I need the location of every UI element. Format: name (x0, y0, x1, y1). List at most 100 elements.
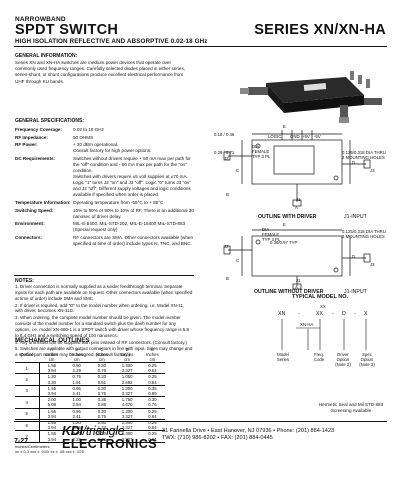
note-item: 4. Any unit listed can be supplied with … (15, 339, 188, 345)
spec-key: Connectors: (15, 235, 43, 240)
spec-key: Environment: (15, 221, 45, 227)
general-info-heading: GENERAL INFORMATION: (15, 53, 78, 59)
model-series-code: XN (278, 311, 286, 317)
spec-value: RF connectors are SMA. Other connectors … (73, 235, 194, 247)
model-freq-code: XX (316, 311, 323, 317)
pin-minus5v: -5V (314, 134, 321, 139)
mech-foot-tolerance: xx ± 0.3 xxx ± .010/ xx ± .08 xxx ± .025 (15, 449, 84, 454)
caption-without-driver: OUTLINE WITHOUT DRIVER (254, 289, 324, 295)
model-dash: - (332, 311, 334, 317)
dim-c: C (236, 168, 240, 173)
dim-d: D (352, 160, 356, 165)
caption-input-bottom: J1-INPUT (344, 289, 367, 295)
outline-number: 2 (15, 373, 40, 386)
dim-e: E (283, 124, 286, 129)
spec-key: RF Power: (15, 142, 38, 148)
model-number-breakdown: XX XN - XX - D - X XN-HA Model Series Fr… (258, 304, 378, 392)
switch-photo (226, 65, 388, 125)
pin-gnd: GND (290, 134, 300, 139)
dim-b: B (226, 192, 229, 197)
outline-number: 6 (15, 419, 40, 432)
page-subtitle: HIGH ISOLATION REFLECTIVE AND ABSORPTIVE… (15, 38, 208, 45)
mounting-holes-label: 0.125/0.318 DIA THRU 2 MOUNTING HOLES (342, 229, 386, 239)
model-caption-series: Model Series (276, 352, 290, 362)
spec-row: Switching Speed:10% to 90% or 90% to 10%… (15, 208, 195, 220)
model-dash: - (354, 311, 356, 317)
contact-line: TWX: (710) 986-8202 • FAX: (201) 884-044… (162, 435, 273, 442)
spec-row: Frequency Coverage:0.02 to 18 GHz (15, 127, 195, 133)
port-j1: J1 (296, 278, 301, 283)
address-line: 31 Farinella Drive • East Hanover, NJ 07… (162, 428, 335, 434)
spec-row: RF Power:+ 20 dBm operational. Consult f… (15, 142, 195, 154)
mounting-holes-label: 0.125/0.318 DIA THRU 2 MOUNTING HOLES (342, 150, 386, 160)
port-j2: J2 (224, 244, 229, 249)
outline-without-driver-drawing (223, 229, 371, 290)
series-title: SERIES XN/XN-HA (254, 22, 386, 38)
notes-heading: NOTES: (15, 278, 34, 284)
spec-row: RF Impedance: 50 OHMS (15, 135, 195, 141)
spec-value: 50 OHMS (73, 134, 94, 140)
header-rule (14, 46, 387, 47)
pin-logic: LOGIC (268, 134, 282, 139)
spec-key: RF Impedance: (15, 134, 48, 140)
spec-value: Switches without drivers require + 60 mA… (73, 155, 191, 198)
model-caption-spec: Spec Option (Note 3) (359, 352, 375, 367)
spec-value: Operating temperature from -55°C to + 85… (73, 200, 165, 206)
caption-with-driver: OUTLINE WITH DRIVER (258, 214, 317, 220)
hermetic-seal-note: Hermetic Seal and Mil STD 883 Screening … (318, 402, 384, 413)
outline-with-driver-drawing (223, 130, 371, 207)
model-dash: - (298, 311, 300, 317)
logo-kdi: KDI (62, 424, 83, 438)
specs-list: Frequency Coverage:0.02 to 18 GHz RF Imp… (15, 127, 195, 249)
dim-typ-label: 0.38/0.97 TYP (270, 240, 298, 245)
col-header-outline: Outline (15, 347, 39, 363)
note-item: 2. If driver is required, add "D" to the… (15, 302, 185, 314)
outline-number: 1 (15, 362, 40, 375)
model-driver-code: D (342, 311, 346, 317)
specs-heading: GENERAL SPECIFICATIONS: (15, 118, 84, 124)
dim-label: 0.18 / 0.46 (214, 132, 235, 137)
spec-row: Environment:MIL-E-5400, MIL-STD-202, MIL… (15, 221, 195, 233)
model-spec-code: X (364, 311, 368, 317)
model-leader-lines (281, 319, 367, 350)
spec-row: Connectors: RF connectors are SMA. Other … (15, 235, 195, 247)
logo-triangle: /triangle (82, 424, 125, 438)
spec-key: DC Requirements: (15, 155, 56, 161)
dim-e: E (283, 222, 286, 227)
logo-electronics: ELECTRONICS (62, 437, 158, 451)
